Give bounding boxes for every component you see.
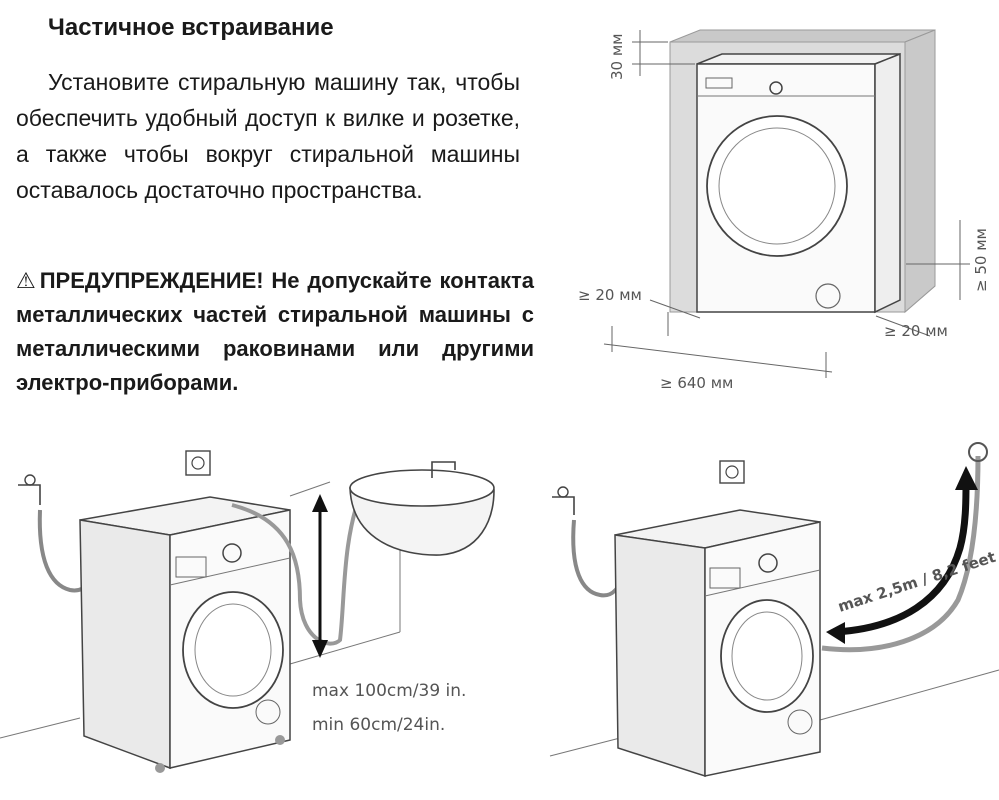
water-tap-2-icon <box>552 496 575 515</box>
machine-side <box>874 52 901 314</box>
power-socket-icon <box>185 450 211 476</box>
water-tap-icon <box>18 484 41 505</box>
left-clearance-label: ≥ 20 мм <box>578 286 642 304</box>
sink-basin <box>349 487 495 556</box>
warning-triangle-icon: ⚠ <box>16 268 36 293</box>
sink-faucet-icon <box>431 461 456 478</box>
machine3-side <box>614 534 706 778</box>
top-clearance-label: 30 мм <box>608 34 626 81</box>
section-heading: Частичное встраивание <box>48 14 334 41</box>
back-clearance-label: ≥ 20 мм <box>884 322 948 340</box>
power-socket-2-icon <box>719 460 745 484</box>
niche-right-wall <box>904 29 936 314</box>
machine-door <box>706 115 848 257</box>
filter-hatch <box>815 283 841 309</box>
machine2-door <box>182 591 284 709</box>
warning-text: ПРЕДУПРЕЖДЕНИЕ! Не допускайте контакта м… <box>16 268 534 395</box>
machine-knob <box>769 81 783 95</box>
sink-height-min: min 60cm/24in. <box>312 715 445 735</box>
drain-hose-2 <box>821 455 981 653</box>
right-clearance-label: ≥ 50 мм <box>972 228 990 292</box>
installation-paragraph: Установите стиральную машину так, чтобы … <box>16 69 520 203</box>
warning-block: ⚠ПРЕДУПРЕЖДЕНИЕ! Не допускайте контакта … <box>16 264 534 400</box>
sink-height-max: max 100cm/39 in. <box>312 681 466 701</box>
width-label: ≥ 640 мм <box>660 374 733 392</box>
machine-display <box>705 77 733 89</box>
hose-length-arrow <box>835 483 970 636</box>
